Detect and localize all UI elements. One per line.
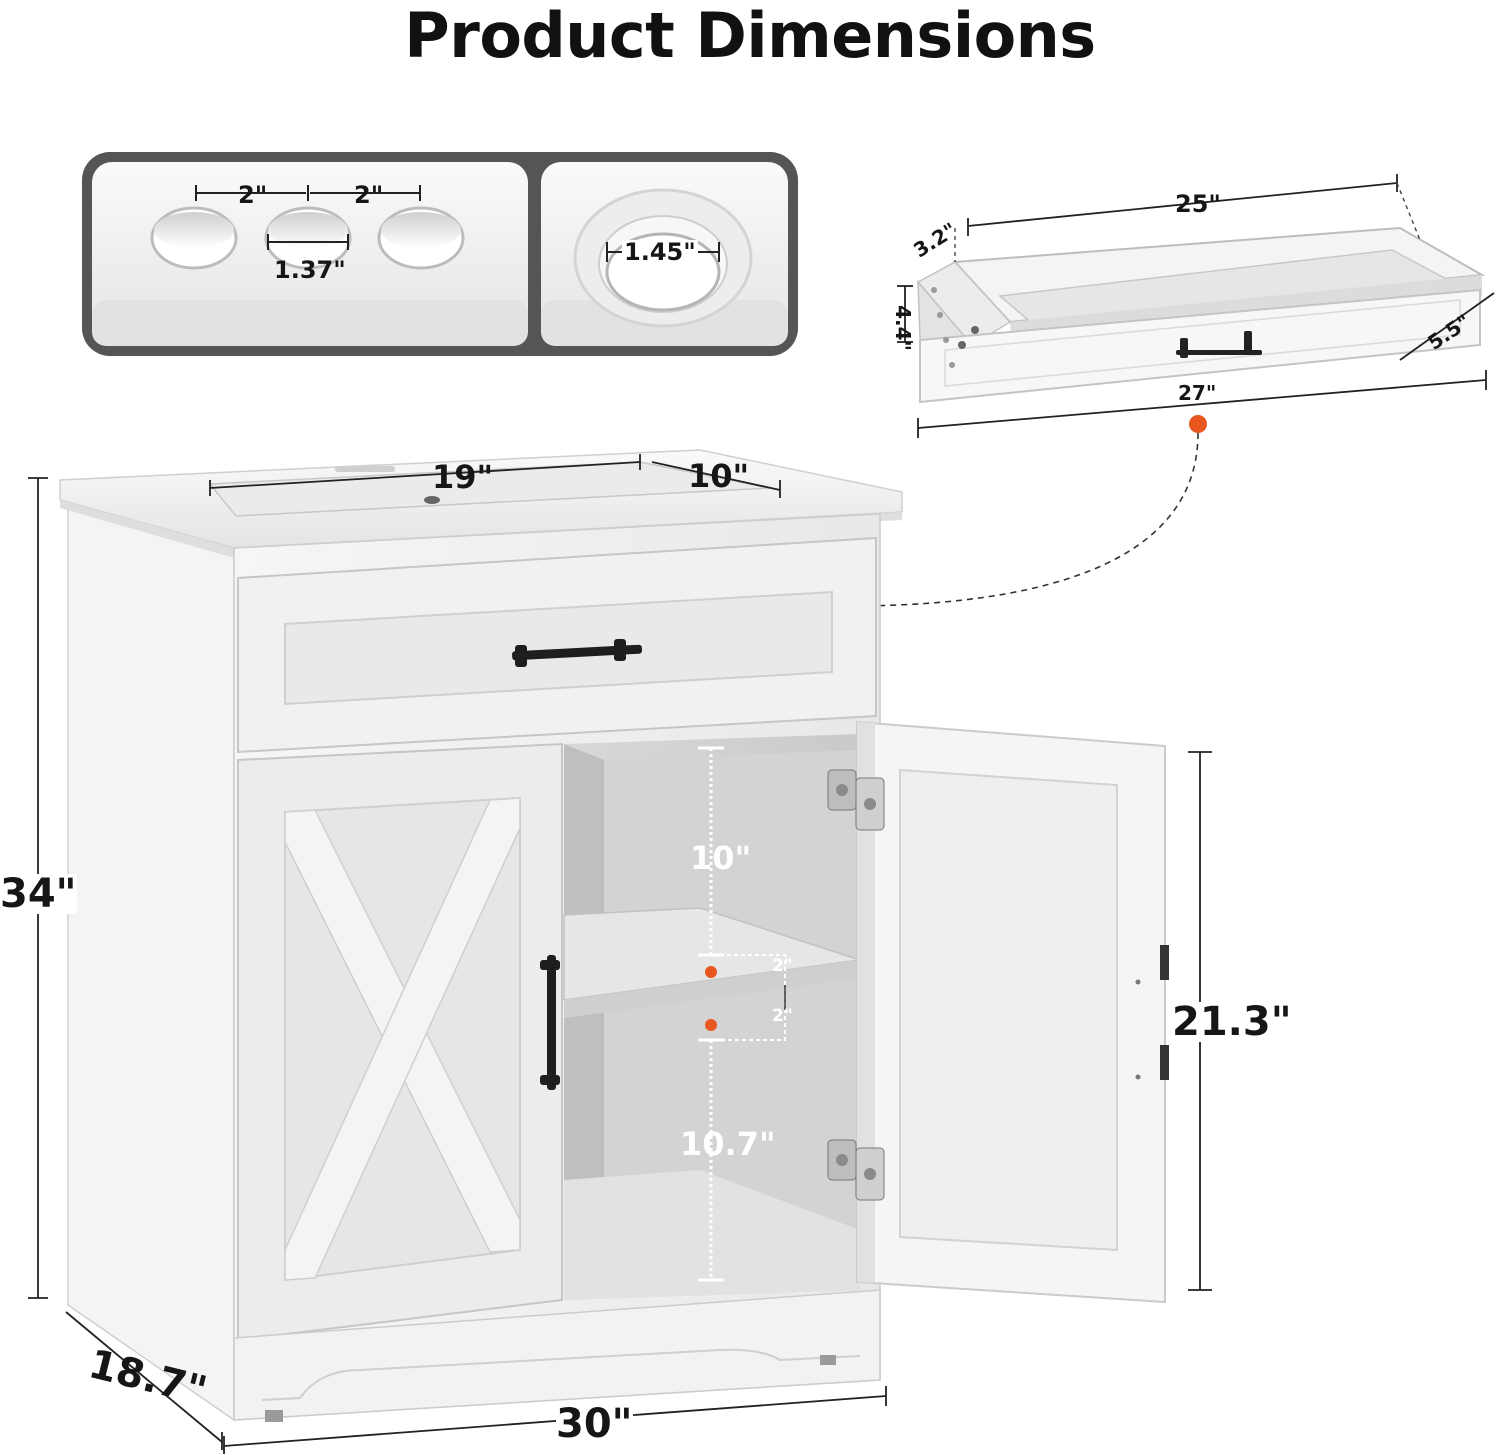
faucet-hole-detail-panel	[82, 152, 798, 356]
faucet-hole-diameter-label: 1.37"	[274, 256, 346, 284]
left-door-handle	[540, 955, 560, 1090]
hinge-bottom	[827, 1139, 885, 1201]
width-label: 30"	[556, 1401, 633, 1447]
drawer-callout-dot-top	[1189, 415, 1207, 433]
interior-dimension-lines	[698, 746, 786, 1282]
shelf-offset-down-label: 2"	[772, 1006, 793, 1026]
drain-diameter-label: 1.45"	[622, 238, 698, 266]
vanity-cabinet	[59, 449, 1169, 1422]
basin-length-label: 19"	[432, 458, 494, 496]
drawer-handle	[512, 639, 643, 667]
drawer-inner-length-label: 25"	[1175, 190, 1221, 218]
vanity-dimension-lines	[28, 454, 1212, 1454]
hinge-top	[827, 769, 885, 831]
basin-width-label: 10"	[688, 457, 750, 495]
page-title: Product Dimensions	[404, 0, 1096, 72]
upper-space-label: 10"	[690, 839, 752, 877]
shelf-offset-up-label: 2"	[772, 956, 793, 976]
drawer-outer-length-label: 27"	[1178, 381, 1217, 405]
faucet-spacing-right-label: 2"	[354, 181, 384, 209]
door-height-label: 21.3"	[1172, 999, 1292, 1045]
drawer-detail	[897, 174, 1495, 438]
drawer-height-side-label: 4.4"	[890, 305, 915, 351]
faucet-spacing-left-label: 2"	[238, 181, 268, 209]
total-height-label: 34"	[0, 871, 77, 917]
drawer-handle-small	[1176, 331, 1262, 358]
lower-space-label: 10.7"	[680, 1125, 776, 1163]
